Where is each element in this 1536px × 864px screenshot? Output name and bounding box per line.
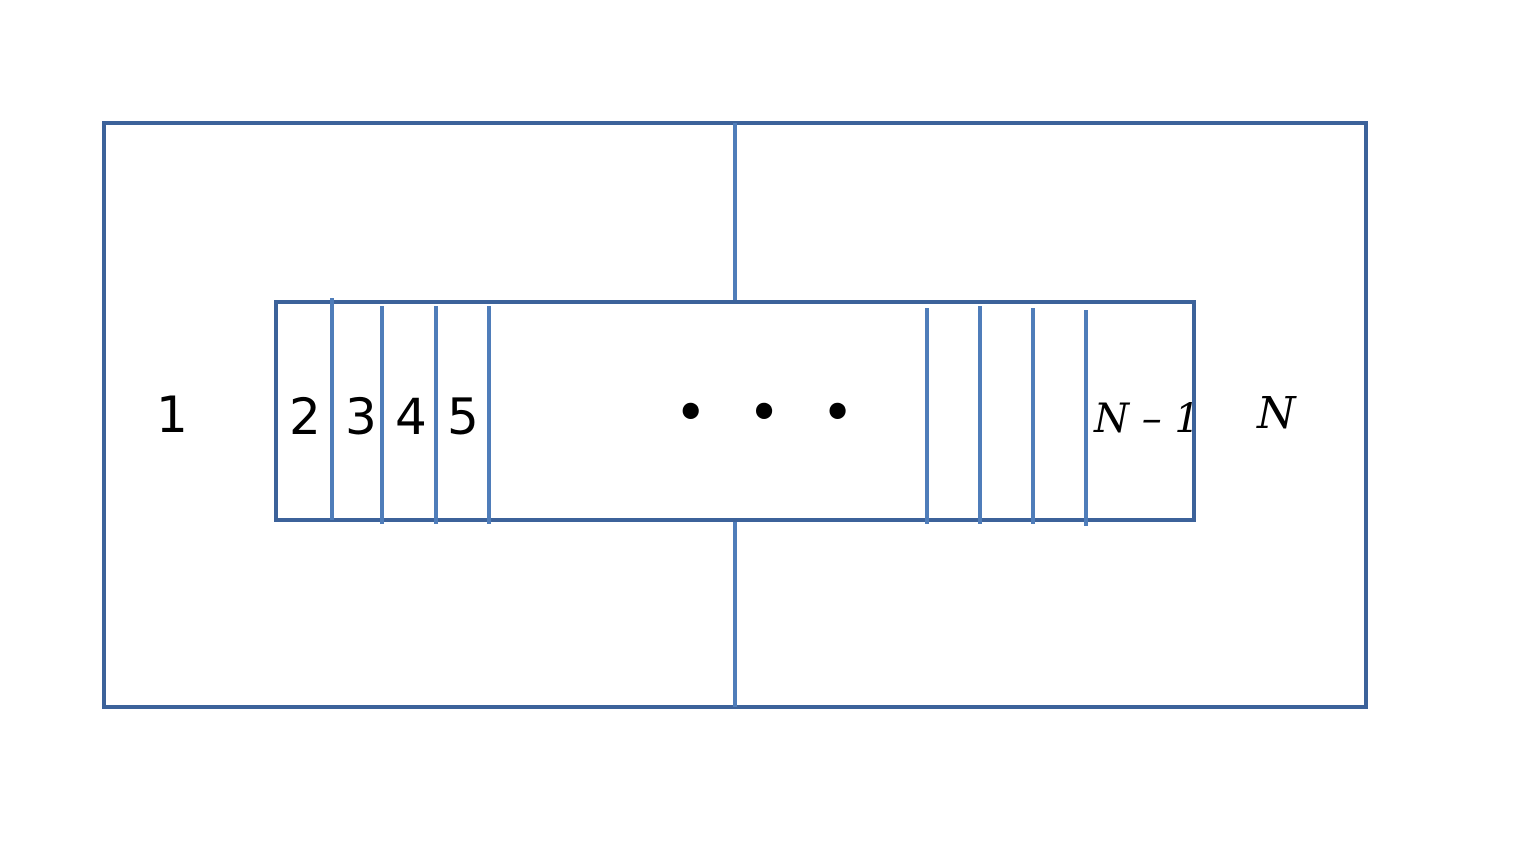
label-region-1: 1 (156, 386, 188, 444)
label-region-n: N (1256, 388, 1297, 439)
label-region-n-minus-1: N – 1 (1093, 396, 1200, 442)
label-region-2: 2 (289, 388, 321, 446)
ellipsis-label: • • • (676, 385, 866, 439)
label-region-3: 3 (345, 388, 377, 446)
label-region-5: 5 (447, 388, 479, 446)
inner-boundary (274, 300, 1196, 522)
label-region-4: 4 (395, 388, 427, 446)
